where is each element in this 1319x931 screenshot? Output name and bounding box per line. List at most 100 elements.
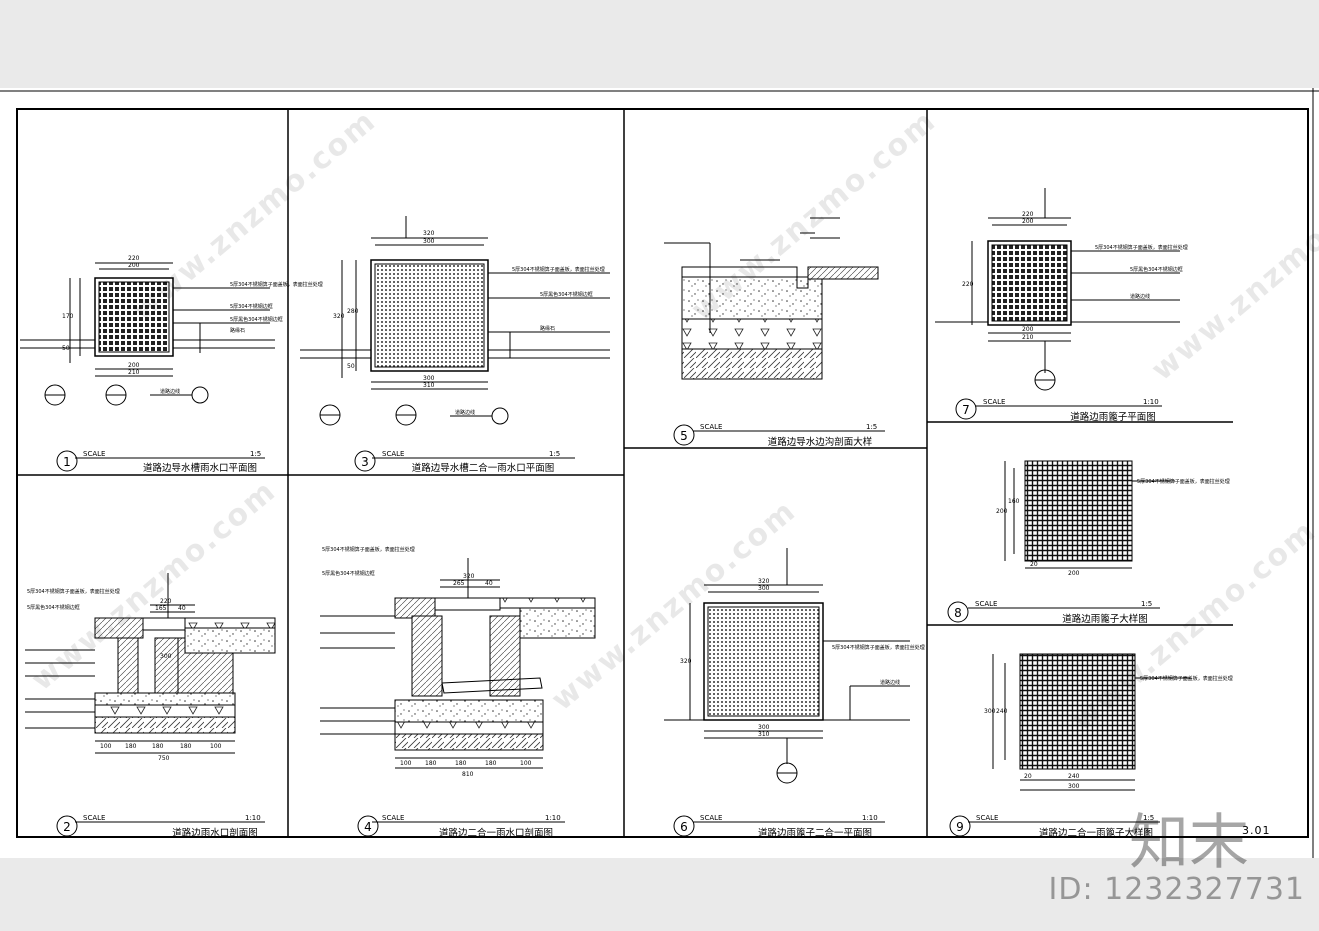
- p1-dim-c: 200: [128, 362, 140, 369]
- panel-6-drawing: [664, 548, 910, 784]
- p2-dim-i: 750: [158, 755, 170, 762]
- panel-4-title: 道路边二合一雨水口剖面图: [439, 827, 553, 839]
- p7-dim-d: 210: [1022, 334, 1034, 341]
- panel-9-title: 道路边二合一雨篦子大样图: [1039, 827, 1153, 839]
- p4-dim-b: 265: [453, 580, 465, 587]
- panel-1-scale-word: SCALE: [83, 450, 105, 458]
- panel-7-scale: 1:10: [1143, 398, 1159, 406]
- title-underlines: [56, 398, 1162, 837]
- p2-note-frame: 5厚黑色304不锈钢边框: [27, 604, 80, 611]
- p2-dim-b: 165: [155, 605, 167, 612]
- panel-4-scale-word: SCALE: [382, 814, 404, 822]
- p4-dim-f: 180: [455, 760, 467, 767]
- p6-dim-d: 310: [758, 731, 770, 738]
- p7-dim-c: 200: [1022, 326, 1034, 333]
- panel-4-number: 4: [364, 820, 372, 834]
- panel-6-scale-word: SCALE: [700, 814, 722, 822]
- p8-dim-c: 20: [1030, 561, 1038, 568]
- p6-dim-e: 320: [680, 658, 692, 665]
- p4-dim-h: 100: [520, 760, 532, 767]
- panel-5-scale: 1:5: [866, 423, 877, 431]
- panel-6-number: 6: [680, 820, 688, 834]
- p8-dim-a: 200: [996, 508, 1008, 515]
- drawing-sheet: 220 200 200 210 170 50 5厚304不锈钢箅子面盖板，表面拉…: [0, 88, 1319, 858]
- p7-dim-b: 200: [1022, 218, 1034, 225]
- panel-9-number: 9: [956, 820, 964, 834]
- panel-5-drawing: [664, 217, 879, 380]
- panel-3-labels: 320 300 300 310 320 280 50 5厚304不锈钢箅子面盖板…: [333, 230, 605, 416]
- p8-dim-b: 160: [1008, 498, 1020, 505]
- p2-dim-e: 180: [125, 743, 137, 750]
- panel-1-labels: 220 200 200 210 170 50 5厚304不锈钢箅子面盖板，表面拉…: [62, 255, 323, 395]
- p1-note-edge: 路缘石: [230, 327, 245, 334]
- panel-1-drawing: [20, 262, 275, 406]
- panel-3-number: 3: [361, 455, 369, 469]
- panel-5-number: 5: [680, 429, 688, 443]
- panel-3-scale: 1:5: [549, 450, 560, 458]
- panel-8-labels: 200 160 20 200 5厚304不锈钢箅子面盖板，表面拉丝处理: [996, 478, 1230, 577]
- p1-note-frame-b: 5厚黑色304不锈钢边框: [230, 316, 283, 323]
- p4-dim-i: 810: [462, 771, 474, 778]
- p2-dim-f: 180: [152, 743, 164, 750]
- p4-dim-e: 180: [425, 760, 437, 767]
- p2-dim-h: 100: [210, 743, 222, 750]
- panel-9-drawing: [992, 653, 1190, 791]
- panel-2-scale: 1:10: [245, 814, 261, 822]
- p2-dim-g: 180: [180, 743, 192, 750]
- p3-note-collar: 道路边线: [455, 409, 475, 416]
- p3-note-grate: 5厚304不锈钢箅子面盖板，表面拉丝处理: [512, 266, 605, 273]
- scale-values: 1:5 1:5 1:5 1:10 1:5 1:10 1:10 1:10 1:5: [245, 398, 1159, 822]
- panel-6-scale: 1:10: [862, 814, 878, 822]
- p9-dim-e: 300: [1068, 783, 1080, 790]
- panel-2-number: 2: [63, 820, 71, 834]
- panel-3-scale-word: SCALE: [382, 450, 404, 458]
- p7-note-drain: 道路边线: [1130, 293, 1150, 300]
- p1-note-frame: 5厚304不锈钢边框: [230, 303, 273, 310]
- p7-note-frame: 5厚黑色304不锈钢边框: [1130, 266, 1183, 273]
- panel-6-labels: 320 300 300 310 320 5厚304不锈钢箅子面盖板，表面拉丝处理…: [680, 578, 925, 738]
- top-margin: [0, 0, 1319, 88]
- panel-7-number: 7: [962, 403, 970, 417]
- p4-note-frame: 5厚黑色304不锈钢边框: [322, 570, 375, 577]
- panel-2-drawing: [25, 573, 276, 754]
- panel-1-number: 1: [63, 455, 71, 469]
- panel-8-number: 8: [954, 606, 962, 620]
- panel-8-title: 道路边雨篦子大样图: [1062, 613, 1148, 625]
- p7-dim-e: 220: [962, 281, 974, 288]
- p4-note-grate: 5厚304不锈钢箅子面盖板，表面拉丝处理: [322, 546, 415, 553]
- panel-6-title: 道路边雨篦子二合一平面图: [758, 827, 872, 839]
- p2-dim-c: 40: [178, 605, 186, 612]
- sheet-number: 3.01: [1242, 824, 1271, 837]
- panel-2-title: 道路边雨水口剖面图: [172, 827, 258, 839]
- brand-logo: 知末: [1129, 808, 1249, 878]
- panel-3-drawing: [300, 216, 610, 426]
- p2-dim-a: 220: [160, 598, 172, 605]
- p9-note-grate: 5厚304不锈钢箅子面盖板，表面拉丝处理: [1140, 675, 1233, 682]
- panel-4-labels: 320 265 40 100 180 180 180 100 810 5厚304…: [322, 546, 532, 778]
- p9-dim-c: 20: [1024, 773, 1032, 780]
- p1-dim-b: 200: [128, 262, 140, 269]
- panel-3-title: 道路边导水槽二合一雨水口平面图: [412, 462, 555, 474]
- p4-dim-a: 320: [463, 573, 475, 580]
- panel-9-scale: 1:5: [1143, 814, 1154, 822]
- p2-note-grate: 5厚304不锈钢箅子面盖板，表面拉丝处理: [27, 588, 120, 595]
- panel-1-title: 道路边导水槽雨水口平面图: [143, 462, 257, 474]
- p6-note-grate: 5厚304不锈钢箅子面盖板，表面拉丝处理: [832, 644, 925, 651]
- p4-dim-c: 40: [485, 580, 493, 587]
- panel-4-drawing: [320, 558, 596, 769]
- p2-dim-j: 300: [160, 653, 172, 660]
- p3-dim-b: 300: [423, 238, 435, 245]
- p6-dim-a: 320: [758, 578, 770, 585]
- panel-1-scale: 1:5: [250, 450, 261, 458]
- cad-drawing: 220 200 200 210 170 50 5厚304不锈钢箅子面盖板，表面拉…: [0, 88, 1319, 858]
- p1-dim-a: 220: [128, 255, 140, 262]
- p9-dim-b: 240: [996, 708, 1008, 715]
- p9-dim-d: 240: [1068, 773, 1080, 780]
- panel-8-scale: 1:5: [1141, 600, 1152, 608]
- panel-grid: [17, 109, 1233, 837]
- p4-dim-d: 100: [400, 760, 412, 767]
- p1-note-collar: 道路边线: [160, 388, 180, 395]
- p9-dim-a: 300: [984, 708, 996, 715]
- p1-dim-f: 50: [62, 345, 70, 352]
- sheet-border: [16, 108, 1309, 838]
